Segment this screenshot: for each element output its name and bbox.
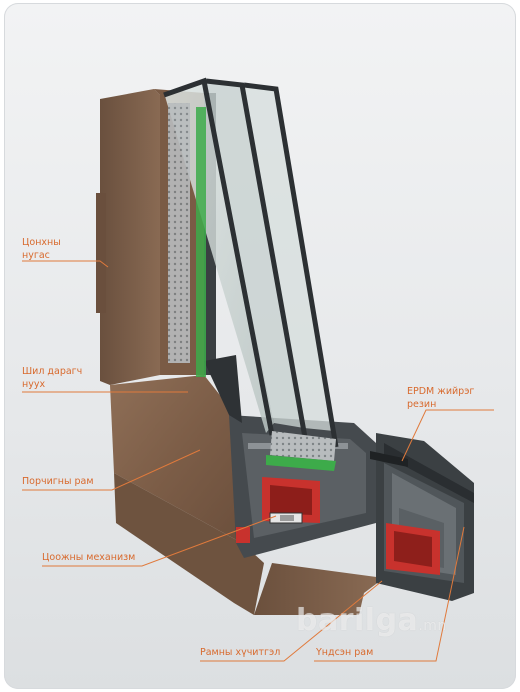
label-epdm-seal: EPDM жийрэг резин xyxy=(407,385,474,411)
leader-lines xyxy=(22,260,494,662)
label-main-frame-line-1: Үндсэн рам xyxy=(316,647,374,658)
diagram-card: Цонхны нугас Шил дарагч нуух Порчигны ра… xyxy=(4,3,516,689)
label-frame-reinforcement: Рамны хүчитгэл xyxy=(200,646,280,659)
label-sash-frame-line-1: Порчигны рам xyxy=(22,476,94,487)
leader-line-main-frame xyxy=(314,526,465,662)
triple-glazing xyxy=(163,77,339,471)
lock-mechanism-part xyxy=(269,512,303,524)
label-frame-reinforcement-line-1: Рамны хүчитгэл xyxy=(200,647,281,658)
wood-sash-horizontal xyxy=(110,375,384,615)
label-lock-mechanism: Цоожны механизм xyxy=(42,551,135,564)
label-epdm-seal-line-2: резин xyxy=(407,399,437,410)
watermark-name: barilga xyxy=(296,603,419,638)
steel-reinforcements xyxy=(236,477,440,575)
label-sash-line-2: нугас xyxy=(22,250,50,261)
label-epdm-seal-line-1: EPDM жийрэг xyxy=(407,386,475,397)
watermark-suffix: .mn xyxy=(418,618,447,634)
label-lock-mechanism-line-1: Цоожны механизм xyxy=(42,552,136,563)
leader-line-sash xyxy=(22,260,109,268)
label-sash: Цонхны нугас xyxy=(22,236,61,262)
window-profile-diagram xyxy=(22,77,494,662)
label-glazing-bead-line-2: нуух xyxy=(22,379,46,390)
leader-line-sash-frame xyxy=(22,449,201,491)
label-glazing-bead-line-1: Шил дарагч xyxy=(22,366,83,377)
leader-line-lock-mechanism xyxy=(42,515,277,567)
glazing-bead-part xyxy=(204,355,242,423)
label-glazing-bead: Шил дарагч нуух xyxy=(22,365,82,391)
watermark-logo: barilga.mn xyxy=(296,603,447,638)
label-sash-line-1: Цонхны xyxy=(22,237,61,248)
leader-line-frame-reinforcement xyxy=(200,580,383,662)
leader-line-epdm-seal xyxy=(401,409,494,462)
label-main-frame: Үндсэн рам xyxy=(316,646,373,659)
label-sash-frame: Порчигны рам xyxy=(22,475,94,488)
epdm-seal-part xyxy=(370,451,408,467)
